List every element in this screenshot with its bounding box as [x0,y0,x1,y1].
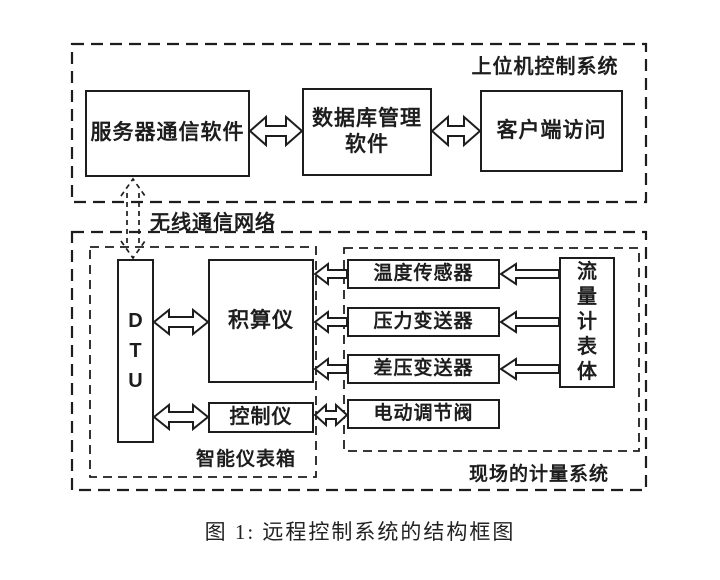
box-diff-pressure-transmitter-label: 差压变送器 [373,358,474,380]
field-system-dashed-frame [70,230,648,492]
arrow-dtu-controller [152,402,210,432]
arrow-flowmeter-diffpressure [499,357,560,381]
box-client-access: 客户端访问 [480,90,623,172]
arrow-flowmeter-temp [499,262,560,286]
box-totalizer: 积算仪 [208,259,314,383]
box-controller: 控制仪 [208,402,314,433]
box-controller-label: 控制仪 [229,406,293,428]
arrow-dtu-totalizer [152,307,210,337]
arrow-temp-totalizer [313,261,348,287]
box-server-software: 服务器通信软件 [85,90,250,177]
arrow-pressure-totalizer [313,309,348,335]
wireless-dashed-arrow [120,177,146,260]
box-temperature-sensor-label: 温度传感器 [373,263,474,285]
arrow-diffpressure-totalizer [313,356,348,382]
instrument-cabinet-dashed-frame [89,246,317,478]
host-system-dashed-frame [70,42,648,204]
box-pressure-transmitter-label: 压力变送器 [373,311,474,333]
box-electric-valve: 电动调节阀 [347,399,500,429]
metering-system-label: 现场的计量系统 [468,464,609,485]
box-server-software-label: 服务器通信软件 [90,121,245,145]
host-system-frame-label: 上位机控制系统 [471,56,619,78]
box-database-software: 数据库管理 软件 [302,88,432,176]
arrow-flowmeter-pressure [499,310,560,334]
instrument-cabinet-label: 智能仪表箱 [195,449,296,470]
arrow-server-database [248,114,304,148]
box-flowmeter-body: 流 量 计 表 体 [559,257,615,388]
box-dtu: D T U [117,259,154,443]
box-database-software-label: 数据库管理 软件 [312,106,422,156]
metering-system-dashed-frame [343,247,640,452]
box-temperature-sensor: 温度传感器 [347,259,500,289]
box-electric-valve-label: 电动调节阀 [373,403,474,425]
box-dtu-label: D T U [128,310,143,392]
arrow-controller-valve [313,402,349,428]
box-totalizer-label: 积算仪 [228,308,294,332]
box-diff-pressure-transmitter: 差压变送器 [347,354,500,384]
box-client-access-label: 客户端访问 [496,118,607,142]
box-flowmeter-body-label: 流 量 计 表 体 [577,261,597,383]
arrow-database-client [430,114,482,148]
box-pressure-transmitter: 压力变送器 [347,307,500,337]
wireless-network-label: 无线通信网络 [150,212,276,234]
figure-caption: 图 1: 远程控制系统的结构框图 [204,520,516,544]
